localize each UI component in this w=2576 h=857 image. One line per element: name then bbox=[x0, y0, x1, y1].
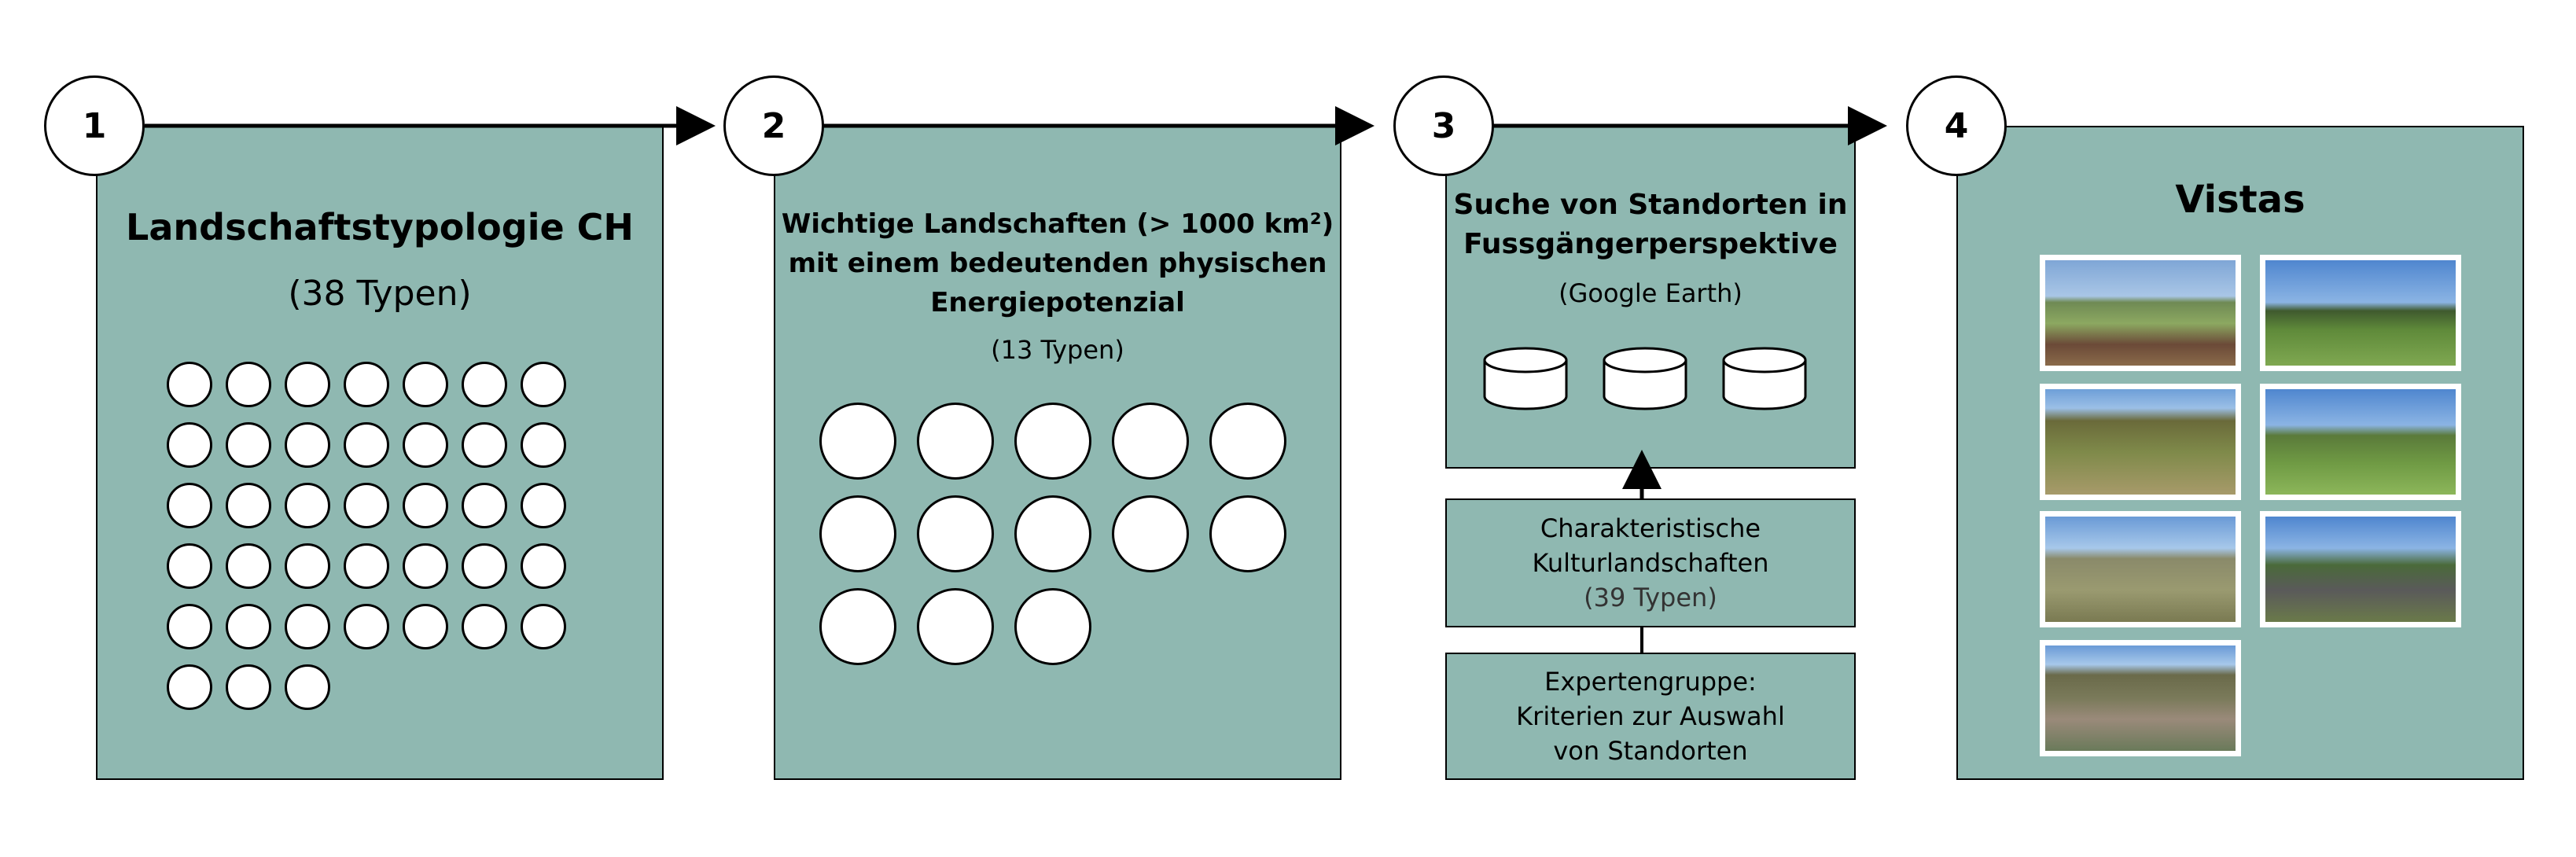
type-circle bbox=[462, 362, 507, 407]
step-number-3: 3 bbox=[1393, 75, 1494, 176]
type-circle bbox=[521, 483, 566, 528]
type-circle bbox=[917, 495, 994, 572]
type-circle bbox=[344, 362, 389, 407]
box-expert-line-1: Expertengruppe: bbox=[1544, 667, 1757, 697]
type-circle bbox=[226, 422, 271, 468]
vista-photo-7 bbox=[2040, 640, 2241, 756]
panel-2-title: Wichtige Landschaften (> 1000 km²) mit e… bbox=[775, 204, 1340, 322]
type-circle bbox=[917, 588, 994, 665]
step-number-2: 2 bbox=[723, 75, 824, 176]
type-circle bbox=[1112, 495, 1189, 572]
panel-1-subtitle: (38 Typen) bbox=[288, 274, 472, 314]
type-circle bbox=[403, 543, 448, 589]
panel-3-title-line-1: Suche von Standorten in bbox=[1453, 189, 1848, 221]
type-circle bbox=[1209, 495, 1286, 572]
type-circle bbox=[521, 422, 566, 468]
type-circle bbox=[167, 362, 212, 407]
panel-landschaftstypologie: Landschaftstypologie CH (38 Typen) bbox=[96, 126, 664, 780]
vista-photo-6 bbox=[2260, 511, 2461, 627]
type-circle bbox=[1014, 588, 1091, 665]
vista-photo-1 bbox=[2040, 255, 2241, 371]
vista-photo-4 bbox=[2260, 384, 2461, 500]
type-circle bbox=[1014, 403, 1091, 480]
type-circle bbox=[285, 362, 330, 407]
type-circle bbox=[167, 422, 212, 468]
database-icon bbox=[1603, 347, 1687, 410]
box-expert-line-3: von Standorten bbox=[1553, 736, 1748, 766]
type-circle bbox=[819, 588, 896, 665]
type-circle bbox=[285, 483, 330, 528]
type-circle bbox=[344, 422, 389, 468]
database-icon bbox=[1483, 347, 1568, 410]
type-circle bbox=[521, 543, 566, 589]
type-circle bbox=[167, 604, 212, 649]
type-circle bbox=[285, 664, 330, 710]
panel-2-subtitle: (13 Typen) bbox=[991, 335, 1124, 365]
type-circle bbox=[344, 604, 389, 649]
box-kultur-line-2: Kulturlandschaften bbox=[1532, 548, 1769, 578]
database-icon bbox=[1722, 347, 1807, 410]
vista-photo-5 bbox=[2040, 511, 2241, 627]
type-circle bbox=[819, 403, 896, 480]
panel-1-title: Landschaftstypologie CH bbox=[126, 206, 634, 248]
panel-2-title-line-2: mit einem bedeutenden physischen bbox=[788, 248, 1327, 279]
type-circle bbox=[1014, 495, 1091, 572]
type-circle bbox=[403, 422, 448, 468]
panel-vistas: Vistas bbox=[1956, 126, 2524, 780]
vista-photo-2 bbox=[2260, 255, 2461, 371]
type-circle bbox=[285, 543, 330, 589]
type-circle bbox=[462, 422, 507, 468]
step-number-4: 4 bbox=[1906, 75, 2007, 176]
box-expertengruppe: Expertengruppe: Kriterien zur Auswahl vo… bbox=[1445, 653, 1856, 780]
type-circle bbox=[462, 604, 507, 649]
type-circle bbox=[167, 664, 212, 710]
type-circle bbox=[226, 543, 271, 589]
box-expert-line-2: Kriterien zur Auswahl bbox=[1516, 701, 1785, 731]
type-circle bbox=[285, 604, 330, 649]
type-circle bbox=[226, 664, 271, 710]
type-circle bbox=[167, 483, 212, 528]
type-circle bbox=[462, 543, 507, 589]
box-kultur-line-1: Charakteristische bbox=[1540, 513, 1761, 543]
type-circle bbox=[285, 422, 330, 468]
panel-3-subtitle: (Google Earth) bbox=[1558, 278, 1742, 308]
type-circle bbox=[521, 362, 566, 407]
panel-wichtige-landschaften: Wichtige Landschaften (> 1000 km²) mit e… bbox=[774, 126, 1341, 780]
type-circle bbox=[167, 543, 212, 589]
panel-4-title: Vistas bbox=[2175, 178, 2306, 222]
type-circle bbox=[344, 543, 389, 589]
panel-3-title-line-2: Fussgängerperspektive bbox=[1463, 228, 1838, 260]
type-circle bbox=[1112, 403, 1189, 480]
panel-2-title-line-1: Wichtige Landschaften (> 1000 km²) bbox=[781, 208, 1334, 240]
box-kultur-count: (39 Typen) bbox=[1584, 583, 1717, 612]
type-circle bbox=[521, 604, 566, 649]
type-circle bbox=[226, 483, 271, 528]
type-circle bbox=[344, 483, 389, 528]
panel-3-title: Suche von Standorten in Fussgängerperspe… bbox=[1447, 186, 1854, 264]
type-circle bbox=[403, 483, 448, 528]
type-circle bbox=[917, 403, 994, 480]
type-circle bbox=[819, 495, 896, 572]
panel-standortsuche: Suche von Standorten in Fussgängerperspe… bbox=[1445, 126, 1856, 469]
type-circle bbox=[226, 604, 271, 649]
type-circle bbox=[403, 362, 448, 407]
panel-2-title-line-3: Energiepotenzial bbox=[930, 287, 1185, 318]
box-kulturlandschaften: Charakteristische Kulturlandschaften (39… bbox=[1445, 498, 1856, 627]
type-circle bbox=[1209, 403, 1286, 480]
type-circle bbox=[226, 362, 271, 407]
step-number-1: 1 bbox=[44, 75, 145, 176]
type-circle bbox=[462, 483, 507, 528]
vista-photo-3 bbox=[2040, 384, 2241, 500]
type-circle bbox=[403, 604, 448, 649]
